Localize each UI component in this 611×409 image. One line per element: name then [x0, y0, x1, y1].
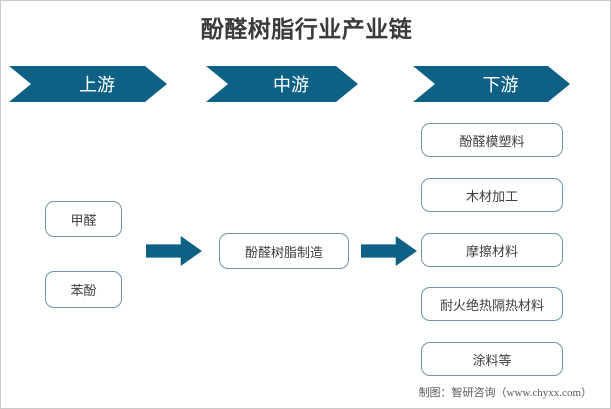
- downstream-node: 摩擦材料: [421, 233, 563, 267]
- upstream-node: 苯酚: [45, 271, 122, 308]
- right-arrow-icon: [361, 236, 417, 266]
- stage-banner-downstream: 下游: [413, 66, 570, 102]
- upstream-node: 甲醛: [45, 201, 122, 237]
- stage-banner-midstream-label: 中游: [273, 75, 309, 95]
- downstream-node: 木材加工: [421, 178, 563, 212]
- stage-banner-upstream-label: 上游: [79, 75, 115, 95]
- downstream-node: 耐火绝热隔热材料: [421, 287, 563, 321]
- source-credit: 制图：智研咨询（www.chyxx.com）: [418, 387, 592, 399]
- stage-banner-downstream-label: 下游: [482, 75, 519, 95]
- stage-banner-midstream: 中游: [206, 66, 358, 102]
- stage-banner-upstream: 上游: [9, 66, 167, 102]
- downstream-node: 涂料等: [421, 342, 563, 376]
- downstream-node: 酚醛模塑料: [421, 123, 563, 157]
- page-title: 酚醛树脂行业产业链: [200, 16, 413, 42]
- right-arrow-icon: [146, 236, 202, 266]
- midstream-node: 酚醛树脂制造: [219, 233, 349, 269]
